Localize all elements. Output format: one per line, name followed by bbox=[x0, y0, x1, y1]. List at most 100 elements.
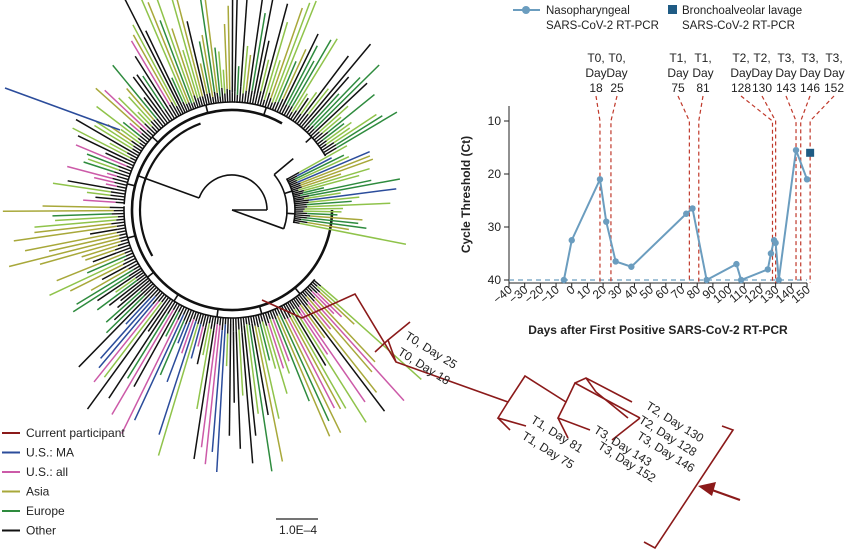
tree-branch bbox=[173, 304, 181, 314]
tree-branch bbox=[175, 105, 182, 116]
tree-branch bbox=[251, 13, 266, 91]
tree-branch bbox=[240, 317, 243, 333]
np-data-point bbox=[628, 263, 635, 270]
tree-branch bbox=[94, 124, 133, 150]
tree-branch bbox=[87, 158, 120, 171]
tree-branch bbox=[126, 88, 155, 121]
tree-branch bbox=[208, 92, 213, 105]
tree-branch bbox=[259, 94, 264, 106]
tree-branch bbox=[276, 98, 284, 113]
tree-branch bbox=[293, 194, 301, 198]
tree-branch bbox=[103, 301, 163, 378]
tree-branch bbox=[306, 200, 352, 206]
tree-branch bbox=[202, 323, 211, 356]
tree-branch bbox=[324, 147, 337, 156]
tree-branch bbox=[291, 299, 301, 314]
np-series-line bbox=[562, 149, 808, 282]
timepoint-label: T1, bbox=[694, 51, 711, 65]
tree-branch bbox=[281, 104, 288, 115]
tree-branch bbox=[133, 313, 176, 387]
tree-branch bbox=[291, 184, 301, 190]
y-tick-label: 10 bbox=[488, 114, 502, 128]
tree-branch bbox=[282, 49, 307, 100]
tree-branch bbox=[245, 324, 259, 414]
timepoint-label: 130 bbox=[752, 81, 772, 95]
scale-bar-label: 1.0E–4 bbox=[279, 523, 317, 537]
tree-branch bbox=[318, 105, 349, 133]
np-data-point bbox=[703, 276, 710, 284]
tree-branch bbox=[67, 180, 115, 190]
tree-branch bbox=[165, 311, 180, 337]
tree-branch bbox=[292, 189, 305, 195]
tree-branch bbox=[302, 291, 308, 297]
legend-bal-marker bbox=[668, 5, 677, 14]
timepoint-line bbox=[761, 95, 777, 283]
tree-branch bbox=[295, 93, 308, 111]
tree-branch bbox=[289, 311, 347, 409]
tree-branch bbox=[147, 2, 190, 103]
tree-branch bbox=[216, 317, 219, 325]
tree-branch bbox=[69, 263, 124, 292]
tree-branch bbox=[152, 292, 163, 305]
tree-branch bbox=[48, 234, 120, 252]
tree-branch bbox=[320, 285, 339, 302]
tree-branch bbox=[101, 265, 127, 281]
tree-branch bbox=[296, 295, 303, 304]
tree-branch bbox=[153, 119, 162, 129]
np-data-point bbox=[737, 276, 745, 284]
tree-branch bbox=[210, 316, 214, 330]
tree-branch bbox=[306, 125, 314, 133]
tree-branch bbox=[118, 97, 146, 125]
tree-branch bbox=[304, 207, 344, 210]
tree-branch bbox=[124, 0, 179, 105]
timepoint-label: Day bbox=[751, 66, 772, 80]
tree-branch bbox=[115, 201, 125, 204]
timepoint-label: T2, bbox=[732, 51, 749, 65]
tree-branch bbox=[256, 91, 262, 106]
tree-branch bbox=[127, 235, 136, 239]
tree-branch bbox=[67, 165, 113, 180]
tree-branch bbox=[171, 77, 184, 103]
tree-branch bbox=[96, 105, 139, 139]
tree-branch bbox=[305, 136, 313, 144]
legend-series-marker bbox=[522, 6, 530, 14]
tree-branch bbox=[321, 142, 335, 152]
tree-branch bbox=[271, 2, 311, 103]
tree-branch bbox=[261, 99, 266, 107]
tree-branch bbox=[104, 89, 148, 131]
tree-branch bbox=[154, 290, 161, 297]
tree-branch bbox=[294, 287, 301, 295]
tree-branch bbox=[120, 128, 141, 144]
tree-branch bbox=[308, 188, 397, 201]
tree-branch bbox=[204, 325, 221, 465]
tree-branch bbox=[8, 237, 120, 268]
tree-branch bbox=[182, 49, 199, 99]
tree-branch bbox=[119, 233, 127, 237]
tree-branch bbox=[268, 322, 285, 369]
tree-branch bbox=[306, 295, 373, 373]
tree-branch bbox=[86, 255, 127, 274]
tree-branch bbox=[294, 201, 309, 205]
tree-branch bbox=[312, 76, 361, 127]
timepoint-label: Day bbox=[823, 66, 844, 80]
tree-branch bbox=[158, 320, 197, 435]
tree-branch bbox=[223, 23, 228, 89]
tree-branch bbox=[323, 144, 337, 154]
tree-branch bbox=[219, 96, 222, 103]
x-axis-label: Days after First Positive SARS-CoV-2 RT-… bbox=[528, 323, 788, 337]
np-data-point bbox=[568, 237, 575, 244]
tree-branch bbox=[122, 121, 141, 137]
tree-branch bbox=[317, 139, 324, 145]
tree-branch bbox=[113, 171, 130, 178]
np-data-point bbox=[612, 258, 619, 265]
tree-branch bbox=[289, 179, 298, 185]
tree-branch bbox=[294, 198, 305, 201]
tree-branch bbox=[300, 158, 374, 186]
tree-branch bbox=[253, 0, 274, 95]
tree-branch bbox=[211, 330, 223, 453]
scale-bar: 1.0E–4 bbox=[276, 518, 318, 537]
tree-branch bbox=[309, 93, 340, 127]
x-tick-label: 150 bbox=[789, 282, 814, 306]
tree-branch bbox=[106, 172, 118, 177]
tree-branch bbox=[146, 286, 158, 298]
